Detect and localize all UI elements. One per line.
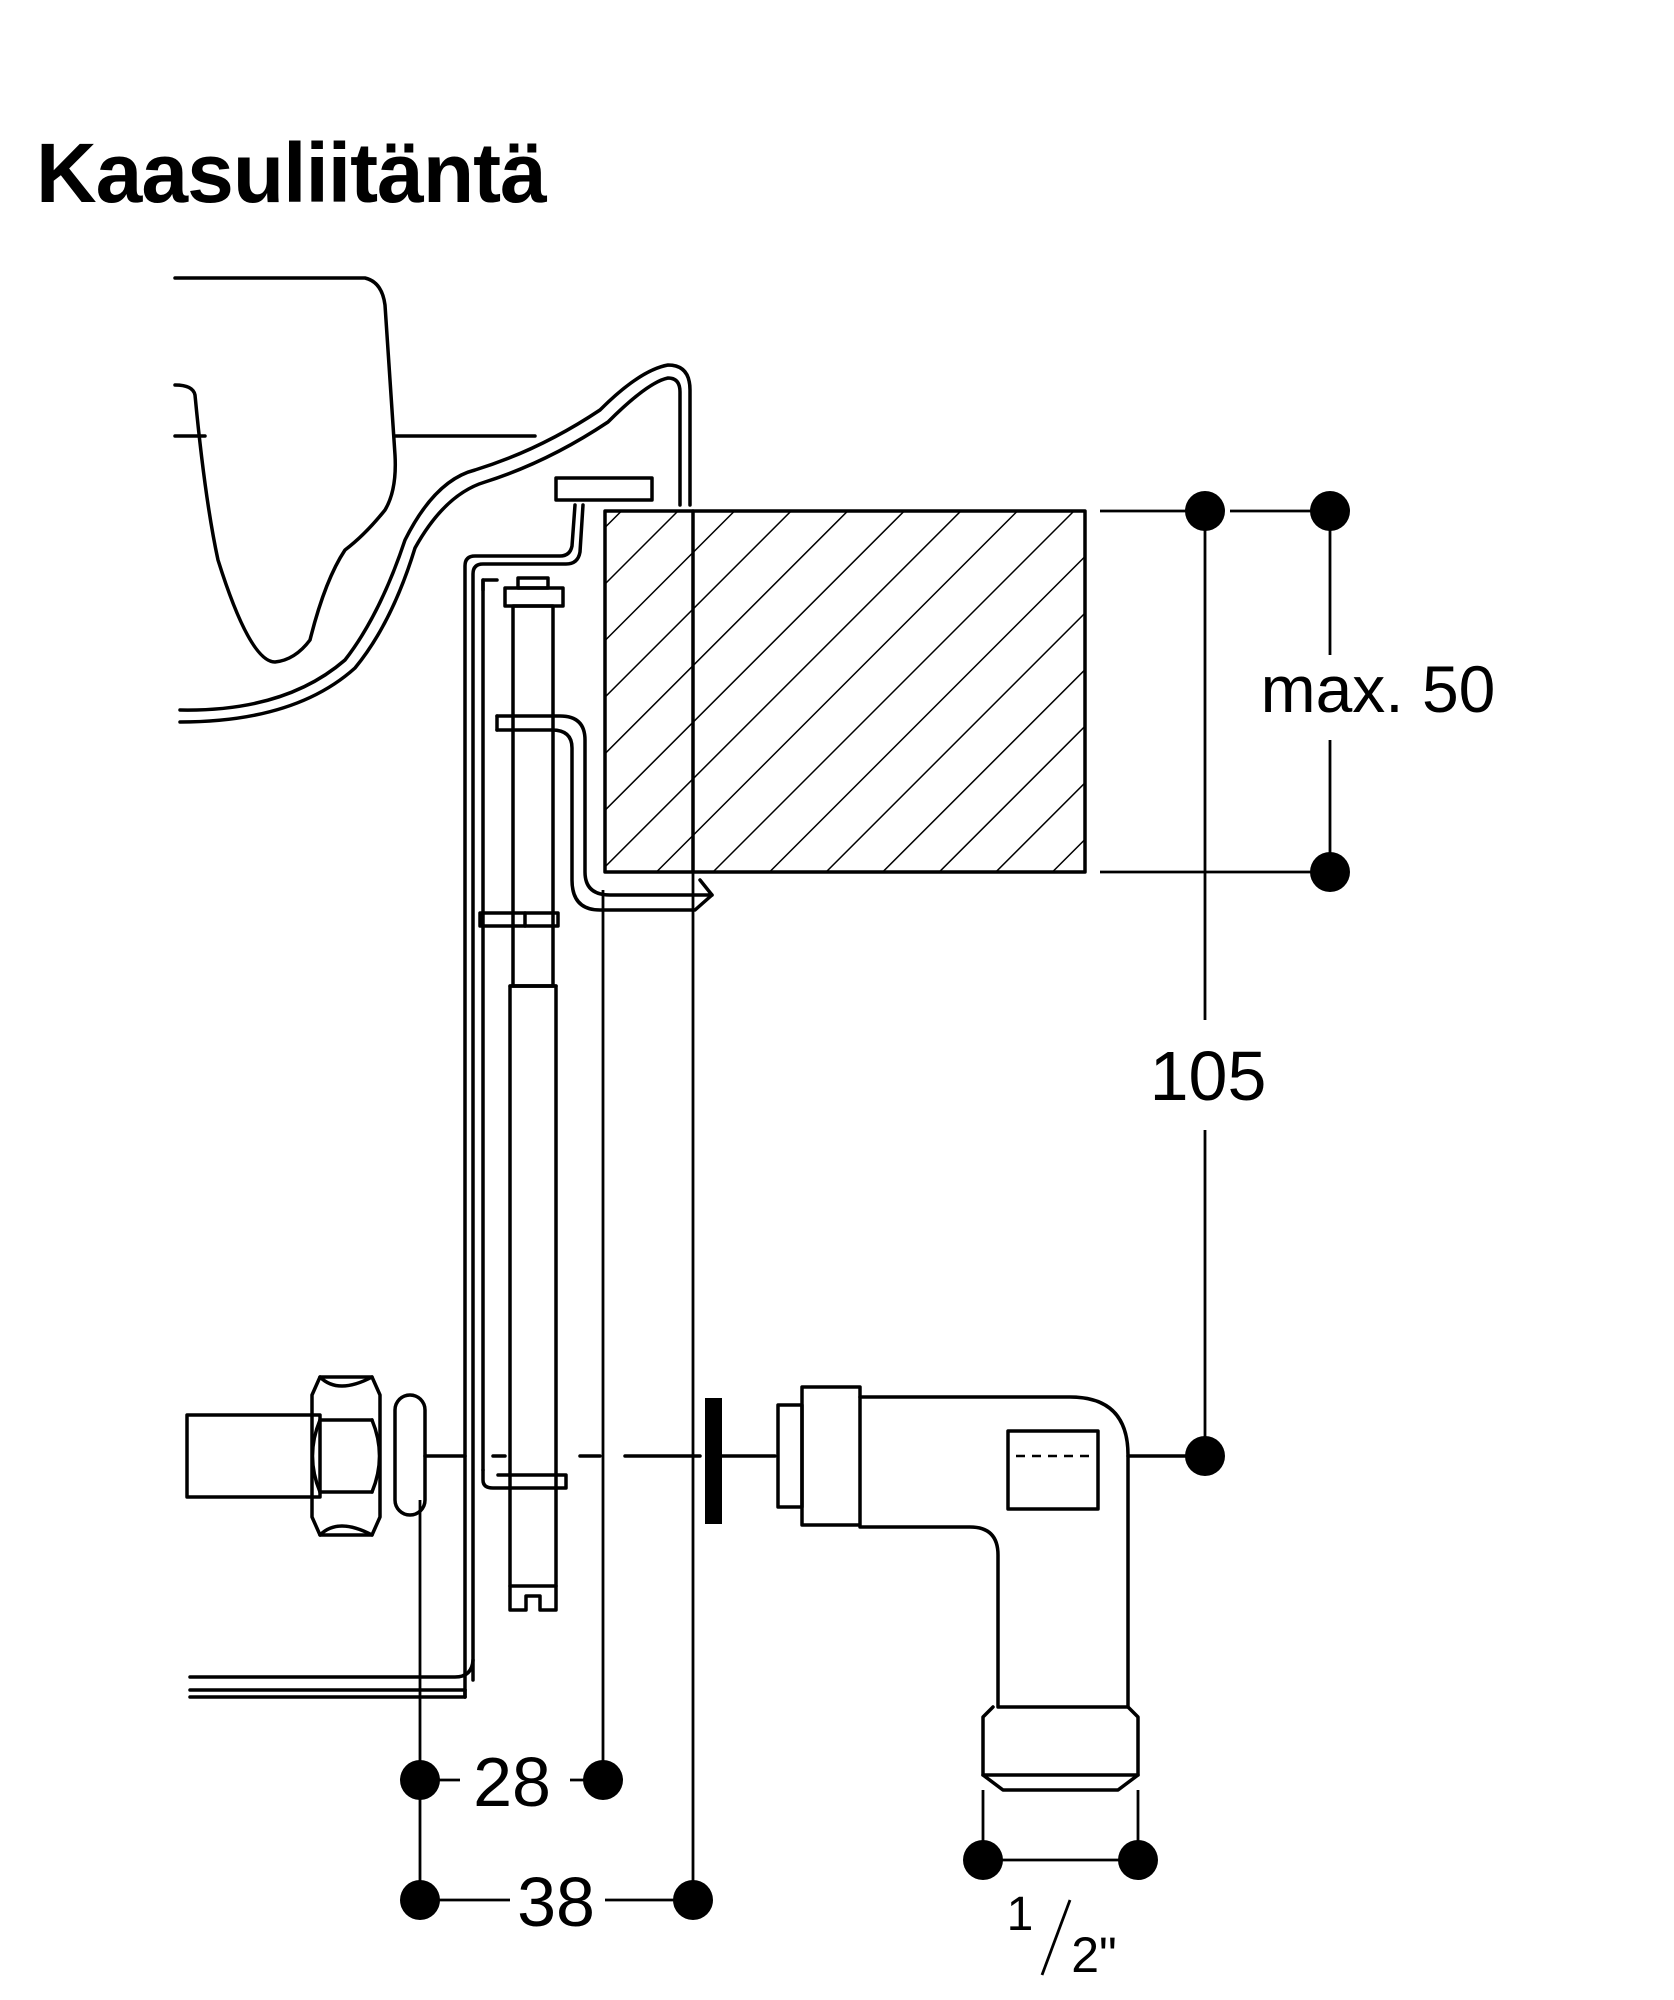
gas-inlet-pipe bbox=[185, 1375, 702, 1537]
dimension-max-50: max. 50 bbox=[1261, 652, 1496, 726]
dimension-thread bbox=[963, 1790, 1158, 1976]
worktop-section bbox=[603, 509, 1087, 874]
dimension-28: 28 bbox=[473, 1743, 551, 1821]
page-title: Kaasuliitäntä bbox=[36, 126, 547, 220]
dimension-lines-vertical bbox=[1100, 491, 1350, 1476]
thread-denominator: 2" bbox=[1071, 1927, 1117, 1983]
dimension-38: 38 bbox=[517, 1863, 595, 1941]
thread-numerator: 1 bbox=[1007, 1888, 1034, 1941]
dimension-105: 105 bbox=[1150, 1037, 1267, 1115]
mounting-bracket bbox=[463, 476, 654, 1699]
spillage-tray bbox=[178, 363, 692, 724]
seal-ring bbox=[705, 1398, 777, 1524]
clamping-screw bbox=[503, 576, 565, 1612]
elbow-connector bbox=[776, 1385, 1207, 1792]
burner-housing bbox=[173, 276, 537, 664]
dimension-lines-horizontal bbox=[400, 872, 713, 1920]
